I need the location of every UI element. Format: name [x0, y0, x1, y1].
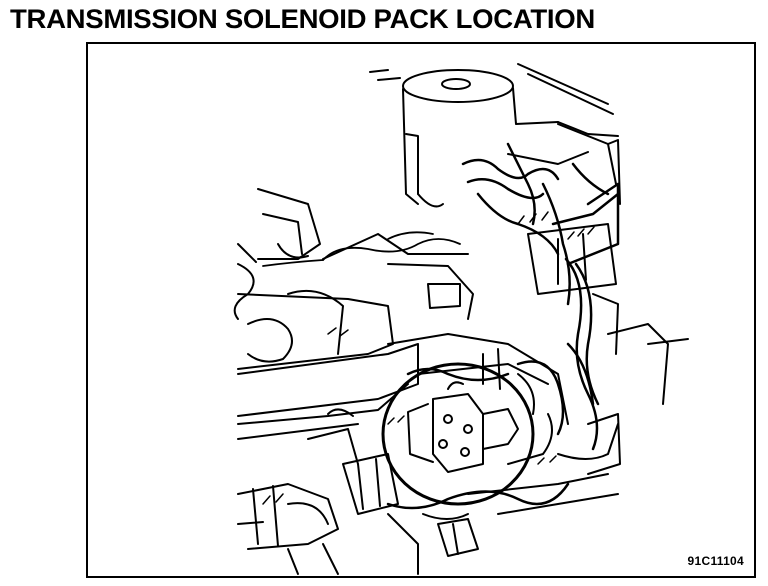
shading-details	[262, 211, 595, 505]
solenoid-pack-highlight-circle	[381, 362, 535, 506]
right-bracket	[527, 139, 621, 475]
engine-illustration	[233, 63, 689, 575]
air-cleaner-housing	[369, 63, 619, 208]
upper-wiring-bundle	[461, 142, 620, 451]
engine-block	[233, 188, 474, 440]
page-title: TRANSMISSION SOLENOID PACK LOCATION	[10, 4, 595, 34]
figure-code: 91C11104	[687, 554, 744, 568]
throttle-cable	[262, 231, 461, 267]
starter-motor	[237, 408, 479, 575]
solenoid-pack	[407, 381, 519, 473]
lower-wiring-harness	[386, 342, 595, 510]
transmission-case	[387, 323, 689, 515]
figure-frame: 91C11104	[86, 42, 756, 578]
